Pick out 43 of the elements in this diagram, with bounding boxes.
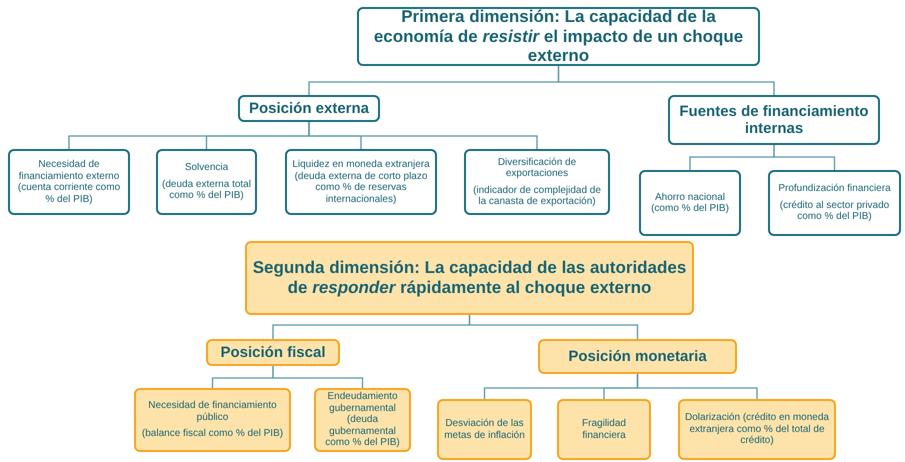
indicator-box: [8, 149, 130, 215]
connector-line: [468, 315, 638, 339]
box-text: Necesidad de financiamiento público: [147, 400, 278, 424]
box-text: (indicador de complejidad de la canasta de exportación): [472, 184, 602, 208]
box-text: Fuentes de financiamiento internas: [678, 102, 870, 138]
category-box: [538, 339, 737, 374]
box-text: Segunda dimensión: La capacidad de las autoridades de responder rápidamente al choque externo: [252, 258, 688, 298]
box-text: Diversificación de exportaciones: [496, 156, 578, 180]
box-text: (deuda externa total como % del PIB): [162, 178, 251, 202]
box-text: (balance fiscal como % del PIB): [142, 428, 284, 440]
box-text: Endeudamiento gubernamental (deuda gubernamental como % del PIB): [324, 391, 401, 449]
box-text: Posición externa: [248, 100, 370, 118]
connector-line: [308, 122, 538, 149]
indicator-box: [314, 388, 411, 452]
category-box: [238, 95, 380, 122]
category-box: [206, 339, 340, 366]
box-text: Profundización financiera: [778, 183, 891, 195]
indicator-box: [437, 399, 532, 460]
indicator-box: [156, 149, 257, 215]
box-text: Primera dimensión: La capacidad de la economía de resistir el impacto de un choque externo: [372, 7, 744, 66]
indicator-box: [134, 388, 291, 452]
box-text: Ahorro nacional (como % del PIB): [650, 192, 730, 214]
box-text: Desviación de las metas de inflación: [443, 418, 526, 441]
box-text: Posición monetaria: [568, 348, 707, 366]
indicator-box: [464, 149, 610, 215]
box-text: Necesidad de financiamiento externo (cuenta corriente como % del PIB): [16, 159, 122, 205]
indicator-box: [285, 149, 437, 215]
connector-line: [773, 145, 836, 170]
indicator-box: [557, 399, 651, 460]
category-box: [668, 95, 880, 145]
box-text: (crédito al sector privado como % del PIB): [778, 200, 890, 223]
connector-line: [272, 366, 364, 388]
indicator-box: [678, 399, 836, 460]
box-text: Posición fiscal: [220, 344, 326, 362]
box-text: Solvencia: [184, 162, 228, 174]
indicator-box: [639, 170, 741, 236]
dimension-box: [245, 241, 694, 315]
box-text: Dolarización (crédito en moneda extranjera como % del total de crédito): [684, 412, 830, 447]
box-text: Liquidez en moneda extranjera (deuda externa de corto plazo como % de reservas internacionales): [291, 159, 431, 205]
connector-line: [558, 66, 775, 95]
box-text: Fragilidad financiera: [581, 418, 627, 441]
connector-line: [636, 374, 758, 399]
indicator-box: [768, 170, 901, 236]
